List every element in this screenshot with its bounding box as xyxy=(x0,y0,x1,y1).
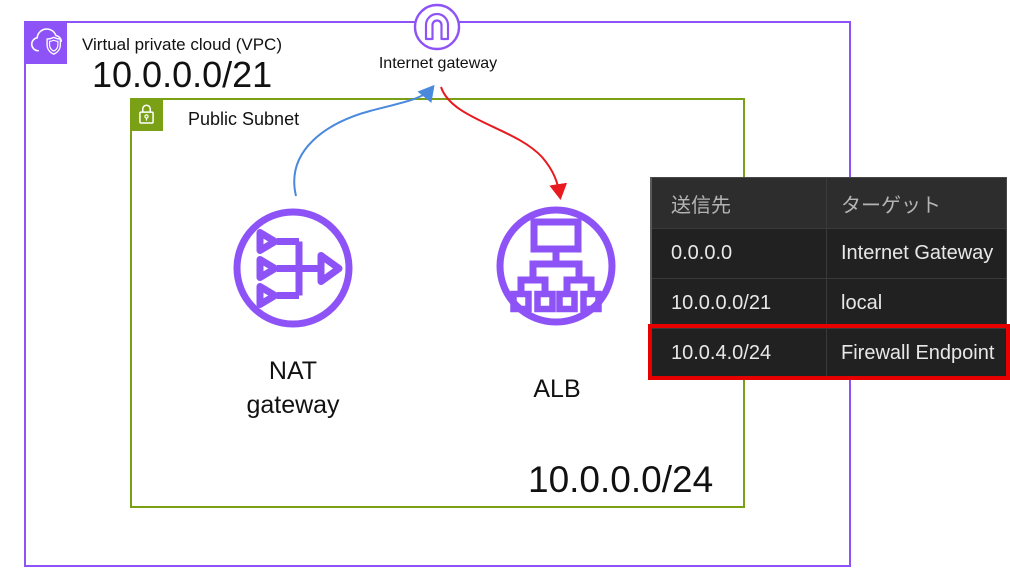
internet-gateway-icon xyxy=(413,3,461,51)
internet-gateway-label: Internet gateway xyxy=(378,55,498,72)
route-table-header-target: ターゲット xyxy=(841,194,941,217)
subnet-label: Public Subnet xyxy=(188,109,300,129)
vpc-cidr: 10.0.0.0/21 xyxy=(92,54,273,95)
route-target: Firewall Endpoint xyxy=(841,342,995,364)
nat-gateway-label-line2: gateway xyxy=(246,391,340,419)
nat-gateway-label: NAT gateway xyxy=(233,354,353,422)
route-destination: 10.0.0.0/21 xyxy=(652,279,827,328)
route-target: Internet Gateway xyxy=(841,242,994,264)
nat-gateway-label-line1: NAT xyxy=(268,357,318,385)
nat-gateway-icon xyxy=(233,208,353,328)
alb-label: ALB xyxy=(533,375,581,403)
subnet-lock-icon xyxy=(139,104,154,124)
subnet-icon[interactable] xyxy=(130,98,163,131)
vpc-icon[interactable] xyxy=(24,21,67,64)
internet-gateway-node[interactable] xyxy=(412,2,462,52)
route-row-firewall-endpoint[interactable]: 10.0.4.0/24 Firewall Endpoint xyxy=(652,328,1006,378)
vpc-cloud-shield-icon xyxy=(30,27,62,55)
route-destination: 0.0.0.0 xyxy=(652,229,827,278)
route-destination: 10.0.4.0/24 xyxy=(652,329,827,378)
route-table-header-destination: 送信先 xyxy=(652,178,827,228)
alb-node[interactable] xyxy=(492,202,620,330)
route-row-internet-gateway[interactable]: 0.0.0.0 Internet Gateway xyxy=(652,228,1006,278)
route-table: 送信先 ターゲット 0.0.0.0 Internet Gateway 10.0.… xyxy=(648,177,1010,380)
route-table-header: 送信先 ターゲット xyxy=(652,178,1006,228)
vpc-label: Virtual private cloud (VPC) xyxy=(82,35,282,54)
route-target: local xyxy=(841,292,883,314)
nat-gateway-node[interactable] xyxy=(229,204,357,332)
subnet-cidr: 10.0.0.0/24 xyxy=(528,459,714,500)
route-row-local[interactable]: 10.0.0.0/21 local xyxy=(652,278,1006,328)
alb-icon xyxy=(496,206,616,326)
